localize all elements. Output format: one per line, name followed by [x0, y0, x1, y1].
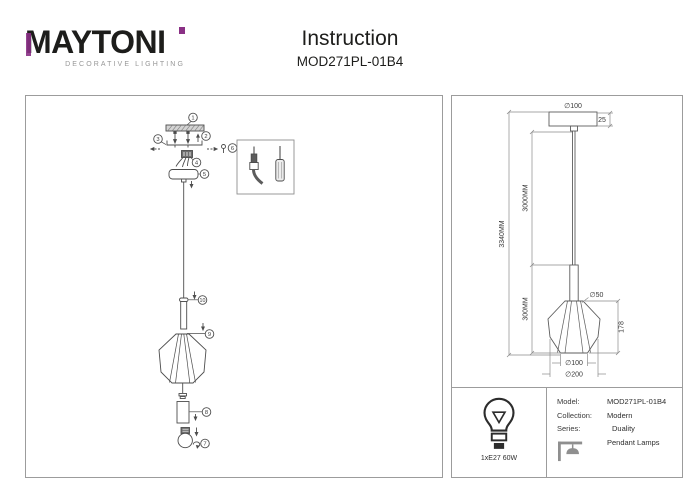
- canopy: [168, 169, 199, 183]
- model-value: MOD271PL-01B4: [607, 397, 667, 406]
- model-label: Model:: [557, 397, 580, 406]
- part-label-6: 6: [227, 143, 238, 153]
- socket-connector: [178, 383, 187, 399]
- slide-arrow-left-icon: [149, 146, 160, 152]
- part-label-5: 5: [189, 169, 210, 189]
- dim-canopy-height: [597, 110, 613, 129]
- svg-text:6: 6: [231, 146, 234, 152]
- glass-shade: [158, 333, 207, 384]
- logo-m-accent: [26, 33, 31, 56]
- dim-label-shade-height: 178: [619, 321, 626, 333]
- svg-text:2: 2: [204, 134, 207, 140]
- svg-text:8: 8: [205, 410, 208, 416]
- mounting-bracket: [166, 140, 203, 148]
- svg-text:1: 1: [191, 116, 194, 122]
- spec-table-cell: Model: MOD271PL-01B4 Collection: Modern …: [547, 388, 682, 477]
- pendant-lamp-icon: [557, 436, 607, 464]
- dimensions-panel: ∅100 25 3340MM 3000MM 300MM ∅50 178 ∅100…: [451, 95, 683, 388]
- socket-housing: [176, 401, 190, 424]
- bulb-icon: [483, 397, 515, 449]
- dim-label-cable-length: 3000MM: [523, 184, 530, 211]
- terminal-block: [175, 150, 193, 168]
- series-value: Duality: [612, 424, 635, 433]
- dim-cable-length: [529, 129, 572, 268]
- svg-text:4: 4: [195, 161, 199, 167]
- drill-icon: [249, 146, 264, 185]
- svg-text:9: 9: [208, 332, 211, 338]
- part-label-2: 2: [201, 131, 211, 141]
- dim-fixture-height: [529, 265, 561, 356]
- svg-text:5: 5: [203, 172, 206, 178]
- part-label-4: 4: [190, 157, 202, 168]
- svg-text:3: 3: [156, 137, 159, 143]
- series-label: Series:: [557, 424, 581, 433]
- logo-subtitle: DECORATIVE LIGHTING: [65, 61, 185, 68]
- screw-up-icon: [195, 133, 201, 142]
- svg-text:7: 7: [203, 442, 206, 448]
- collection-value: Modern: [607, 410, 633, 420]
- shade-outline: [547, 300, 601, 354]
- dim-label-shade-max: ∅200: [565, 372, 583, 379]
- ceiling-bar: [165, 124, 205, 132]
- part-label-3: 3: [153, 134, 167, 145]
- dim-shade-max: [542, 339, 606, 377]
- page-title: Instruction: [301, 27, 399, 50]
- dim-label-total-height: 3340MM: [499, 220, 506, 247]
- dim-label-shade-bottom: ∅100: [565, 360, 583, 367]
- tools-inset-box: [236, 139, 295, 195]
- cable-gripper: [179, 297, 189, 302]
- maytoni-logo: MAYTONI DECORATIVE LIGHTING: [25, 26, 187, 68]
- canopy-outline: [548, 111, 598, 132]
- side-screw-icon: [221, 144, 226, 153]
- logo-i-dot-icon: [178, 27, 185, 34]
- model-number: MOD271PL-01B4: [296, 54, 404, 69]
- dimension-drawing: ∅100 25 3340MM 3000MM 300MM ∅50 178 ∅100…: [499, 103, 626, 379]
- part-label-10: 10: [188, 291, 208, 305]
- collection-label: Collection:: [557, 410, 593, 420]
- dim-label-canopy-diameter: ∅100: [564, 103, 582, 110]
- dim-shade-height: [585, 298, 621, 356]
- bulb-spec-cell: 1xE27 60W: [452, 388, 547, 477]
- lamp-tube: [180, 301, 188, 330]
- logo-text: MAYTONI: [25, 24, 166, 60]
- lamp-tube-outline: [569, 264, 579, 302]
- spec-table: Model: MOD271PL-01B4 Collection: Modern …: [557, 397, 676, 464]
- dim-shade-bottom: [552, 354, 596, 366]
- screwdriver-icon: [275, 146, 285, 182]
- spec-panel: 1xE27 60W Model: MOD271PL-01B4 Collectio…: [451, 387, 683, 478]
- mounting-screws: [172, 131, 191, 145]
- part-label-8: 8: [189, 407, 212, 422]
- suspension-rod: [572, 131, 576, 265]
- bulb-spec-text: 1xE27 60W: [480, 455, 518, 462]
- title-block: Instruction MOD271PL-01B4: [0, 27, 700, 69]
- part-label-9: 9: [187, 323, 215, 339]
- dim-total-height: [506, 109, 560, 358]
- svg-text:10: 10: [200, 298, 206, 304]
- dim-label-fixture-height: 300MM: [523, 297, 530, 321]
- slide-arrow-right-icon: [207, 146, 219, 152]
- logo-wordmark: MAYTONI: [25, 26, 187, 58]
- part-label-7: 7: [192, 427, 210, 449]
- assembly-diagram-panel: 1 2: [25, 95, 443, 478]
- dim-shade-top: [581, 297, 589, 303]
- dim-label-shade-top: ∅50: [590, 292, 604, 299]
- dim-label-canopy-height: 25: [598, 117, 606, 124]
- part-label-1: 1: [186, 112, 198, 126]
- assembly-diagram: 1 2: [149, 112, 295, 449]
- bulb: [177, 427, 193, 449]
- type-value: Pendant Lamps: [607, 437, 660, 447]
